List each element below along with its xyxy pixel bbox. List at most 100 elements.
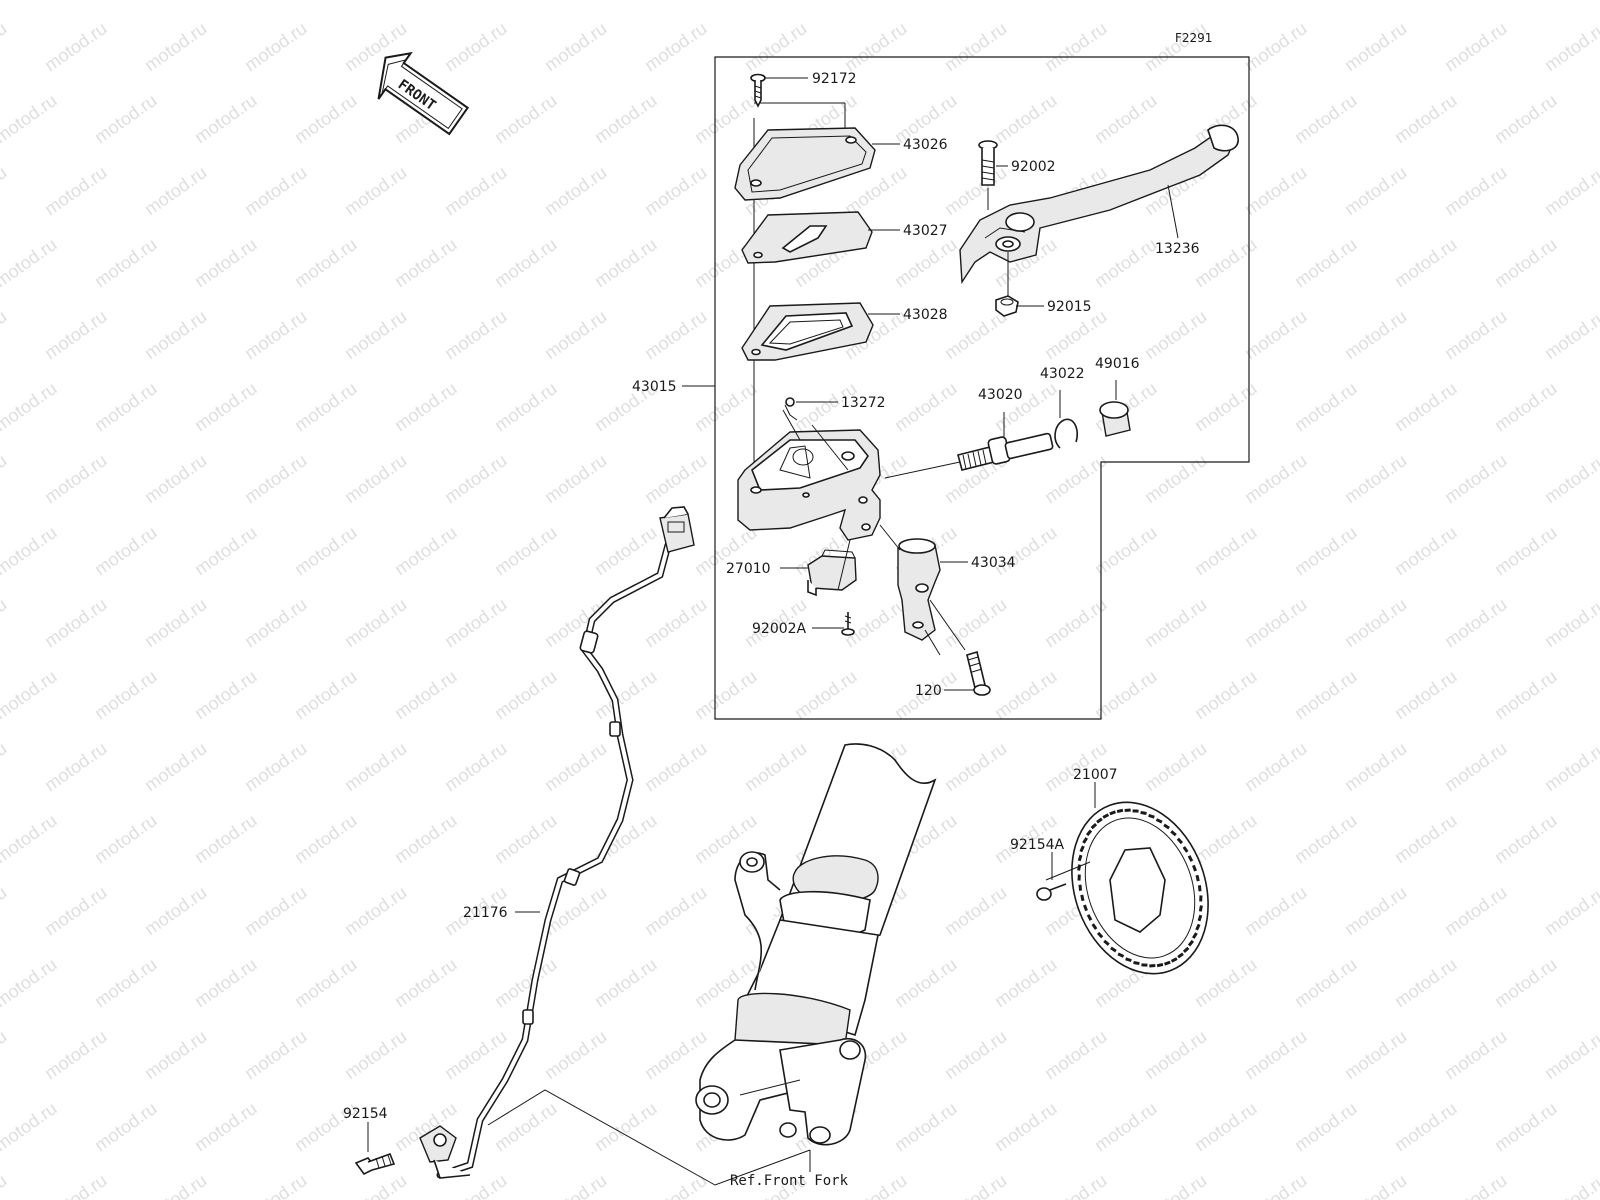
- part-label-13236[interactable]: 13236: [1155, 241, 1200, 257]
- cable-connector: [659, 506, 695, 553]
- bushing-49016: [1099, 380, 1131, 437]
- part-label-43028[interactable]: 43028: [903, 307, 948, 323]
- watermark-text: motod.ru: [0, 738, 10, 795]
- part-label-27010[interactable]: 27010: [726, 561, 771, 577]
- rotor-tooth: [1198, 905, 1203, 912]
- watermark-text: motod.ru: [191, 378, 261, 435]
- watermark-text: motod.ru: [891, 378, 961, 435]
- watermark-text: motod.ru: [1541, 306, 1600, 363]
- watermark-text: motod.ru: [1341, 306, 1411, 363]
- watermark-text: motod.ru: [1291, 1098, 1361, 1155]
- circlip-43022: [1054, 390, 1079, 449]
- watermark-text: motod.ru: [541, 738, 611, 795]
- watermark-text: motod.ru: [691, 378, 761, 435]
- watermark-text: motod.ru: [391, 666, 461, 723]
- watermark-text: motod.ru: [641, 162, 711, 219]
- abs-sensor: [419, 1125, 471, 1179]
- watermark-text: motod.ru: [741, 738, 811, 795]
- watermark-text: motod.ru: [1541, 738, 1600, 795]
- watermark-text: motod.ru: [291, 954, 361, 1011]
- part-label-13272[interactable]: 13272: [841, 395, 886, 411]
- watermark-text: motod.ru: [1241, 594, 1311, 651]
- watermark-text: motod.ru: [491, 0, 561, 3]
- part-label-21176[interactable]: 21176: [463, 905, 508, 921]
- part-label-43026[interactable]: 43026: [903, 137, 948, 153]
- part-label-43022[interactable]: 43022: [1040, 366, 1085, 382]
- part-label-92015[interactable]: 92015: [1047, 299, 1092, 315]
- part-number-labels: 92172 43026 43027 43028 92002 13236 9201…: [343, 71, 1200, 1122]
- watermark-text: motod.ru: [1091, 1098, 1161, 1155]
- watermark-text: motod.ru: [491, 90, 561, 147]
- bleed-cap-13272: [782, 397, 849, 471]
- part-label-43020[interactable]: 43020: [978, 387, 1023, 403]
- watermark-text: motod.ru: [441, 1026, 511, 1083]
- watermark-text: motod.ru: [591, 0, 661, 3]
- watermark-text: motod.ru: [891, 0, 961, 3]
- part-label-92002[interactable]: 92002: [1011, 159, 1056, 175]
- watermark-text: motod.ru: [291, 810, 361, 867]
- watermark-text: motod.ru: [91, 810, 161, 867]
- rotor-tooth: [1187, 939, 1195, 947]
- watermark-text: motod.ru: [141, 882, 211, 939]
- watermark-text: motod.ru: [991, 666, 1061, 723]
- watermark-text: motod.ru: [91, 954, 161, 1011]
- watermark-text: motod.ru: [1141, 18, 1211, 75]
- part-label-92002A[interactable]: 92002A: [752, 621, 807, 637]
- watermark-text: motod.ru: [1141, 1170, 1211, 1200]
- watermark-text: motod.ru: [941, 1170, 1011, 1200]
- watermark-text: motod.ru: [441, 738, 511, 795]
- part-label-43015[interactable]: 43015: [632, 379, 677, 395]
- watermark-text: motod.ru: [1091, 234, 1161, 291]
- watermark-text: motod.ru: [341, 738, 411, 795]
- watermark-text: motod.ru: [641, 1170, 711, 1200]
- watermark-text: motod.ru: [641, 738, 711, 795]
- part-label-49016[interactable]: 49016: [1095, 356, 1140, 372]
- watermark-text: motod.ru: [191, 522, 261, 579]
- watermark-text: motod.ru: [1191, 378, 1261, 435]
- watermark-text: motod.ru: [241, 18, 311, 75]
- part-label-92154A[interactable]: 92154A: [1010, 837, 1065, 853]
- rotor-tooth: [1133, 961, 1140, 966]
- part-label-43034[interactable]: 43034: [971, 555, 1016, 571]
- watermark-text: motod.ru: [41, 162, 111, 219]
- watermark-text: motod.ru: [1191, 666, 1261, 723]
- watermark-text: motod.ru: [1291, 378, 1361, 435]
- watermark-text: motod.ru: [1341, 738, 1411, 795]
- watermark-text: motod.ru: [1291, 0, 1361, 3]
- watermark-text: motod.ru: [241, 306, 311, 363]
- watermark-text: motod.ru: [391, 522, 461, 579]
- part-label-43027[interactable]: 43027: [903, 223, 948, 239]
- watermark-text: motod.ru: [491, 378, 561, 435]
- watermark-text: motod.ru: [191, 0, 261, 3]
- rotor-tooth: [1177, 952, 1184, 959]
- watermark-text: motod.ru: [1241, 1026, 1311, 1083]
- rotor-tooth: [1110, 946, 1117, 953]
- part-label-92154[interactable]: 92154: [343, 1106, 388, 1122]
- watermark-text: motod.ru: [541, 18, 611, 75]
- watermark-text: motod.ru: [241, 1170, 311, 1200]
- watermark-text: motod.ru: [91, 378, 161, 435]
- watermark-text: motod.ru: [791, 0, 861, 3]
- watermark-text: motod.ru: [441, 162, 511, 219]
- watermark-text: motod.ru: [591, 90, 661, 147]
- rotor-tooth: [1132, 809, 1139, 813]
- watermark-text: motod.ru: [1491, 234, 1561, 291]
- watermark-text: motod.ru: [1241, 450, 1311, 507]
- watermark-text: motod.ru: [191, 666, 261, 723]
- watermark-text: motod.ru: [1241, 1170, 1311, 1200]
- watermark-text: motod.ru: [91, 666, 161, 723]
- rotor-tooth: [1192, 864, 1197, 872]
- watermark-text: motod.ru: [591, 522, 661, 579]
- part-label-120[interactable]: 120: [915, 683, 942, 699]
- piston-assembly-43020: [884, 412, 1054, 479]
- rotor-tooth: [1197, 885, 1202, 892]
- rotor-tooth: [1103, 939, 1110, 946]
- part-label-21007[interactable]: 21007: [1073, 767, 1118, 783]
- watermark-text: motod.ru: [991, 90, 1061, 147]
- part-label-92172[interactable]: 92172: [812, 71, 857, 87]
- watermark-text: motod.ru: [991, 1098, 1061, 1155]
- watermark-text: motod.ru: [491, 666, 561, 723]
- watermark-text: motod.ru: [1291, 666, 1361, 723]
- watermark-text: motod.ru: [291, 522, 361, 579]
